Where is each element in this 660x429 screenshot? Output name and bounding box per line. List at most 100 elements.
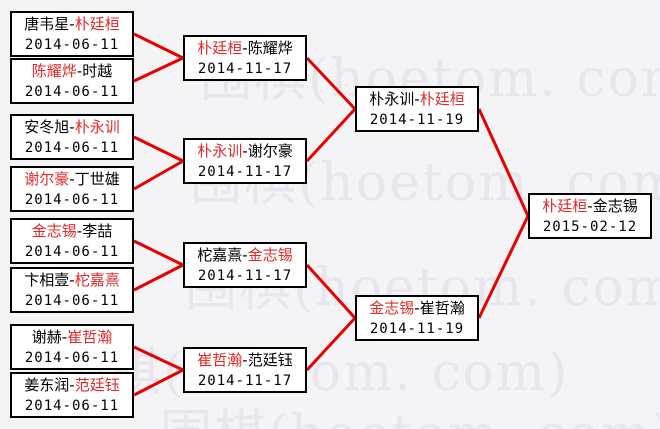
match-box-quarterfinals-1: 朴廷桓-陈耀烨 2014-11-17 [183, 35, 307, 81]
player-separator: - [242, 246, 248, 264]
match-date: 2014-06-11 [24, 350, 120, 366]
player-name: 柁嘉熹 [74, 271, 120, 289]
player-name: 崔哲瀚 [419, 299, 465, 317]
player-separator: - [414, 90, 420, 108]
match-players: 唐韦星-朴廷桓 [12, 14, 132, 35]
player-separator: - [242, 39, 248, 57]
connector-line [133, 135, 184, 163]
match-date: 2014-11-19 [369, 112, 465, 128]
player-name: 丁世雄 [74, 170, 120, 188]
match-players: 朴永训-谢尔豪 [185, 141, 305, 162]
player-name: 金志锡 [247, 246, 293, 264]
player-separator: - [69, 118, 75, 136]
connector-line [305, 263, 357, 320]
player-separator: - [69, 376, 75, 394]
player-name: 崔哲瀚 [67, 328, 113, 346]
match-players: 谢尔豪-丁世雄 [12, 169, 132, 190]
player-separator: - [76, 222, 83, 240]
player-name: 唐韦星 [24, 15, 70, 33]
player-name: 卞相壹 [24, 271, 70, 289]
match-date: 2014-06-11 [24, 398, 120, 414]
match-players: 朴廷桓-陈耀烨 [185, 38, 305, 59]
player-separator: - [76, 62, 83, 80]
player-name: 朴廷桓 [419, 90, 465, 108]
player-name: 朴永训 [74, 118, 120, 136]
match-box-round-of-16-4: 谢尔豪-丁世雄 2014-06-11 [10, 166, 134, 212]
match-date: 2014-11-17 [197, 164, 293, 180]
match-box-round-of-16-1: 唐韦星-朴廷桓 2014-06-11 [10, 11, 134, 57]
match-date: 2014-06-11 [24, 37, 120, 53]
match-players: 柁嘉熹-金志锡 [185, 245, 305, 266]
match-date: 2014-06-11 [24, 293, 120, 309]
match-box-round-of-16-8: 姜东润-范廷钰 2014-06-11 [10, 372, 134, 418]
connector-line [133, 263, 184, 292]
match-date: 2014-06-11 [24, 192, 120, 208]
connector-line [477, 215, 530, 319]
match-box-quarterfinals-3: 柁嘉熹-金志锡 2014-11-17 [183, 242, 307, 288]
player-name: 陈耀烨 [31, 62, 77, 80]
player-separator: - [242, 142, 248, 160]
connector-line [305, 316, 357, 372]
match-players: 安冬旭-朴永训 [12, 117, 132, 138]
player-name: 范廷钰 [74, 376, 120, 394]
player-name: 金志锡 [31, 222, 77, 240]
match-players: 朴永训-朴廷桓 [357, 89, 477, 110]
connector-line [305, 56, 357, 111]
connector-line [133, 368, 184, 397]
player-name: 陈耀烨 [247, 39, 293, 57]
player-name: 崔哲瀚 [197, 351, 243, 369]
player-name: 李喆 [82, 222, 113, 240]
match-box-round-of-16-2: 陈耀烨-时越 2014-06-11 [10, 58, 134, 104]
player-separator: - [587, 197, 593, 215]
player-separator: - [61, 328, 68, 346]
match-players: 朴廷桓-金志锡 [530, 196, 650, 217]
player-name: 安冬旭 [24, 118, 70, 136]
player-separator: - [69, 271, 75, 289]
match-date: 2014-06-11 [24, 140, 120, 156]
match-players: 姜东润-范廷钰 [12, 375, 132, 396]
match-box-semifinals-2: 金志锡-崔哲瀚 2014-11-19 [355, 295, 479, 341]
player-separator: - [414, 299, 420, 317]
match-box-round-of-16-6: 卞相壹-柁嘉熹 2014-06-11 [10, 267, 134, 313]
player-name: 金志锡 [369, 299, 415, 317]
connector-line [133, 239, 184, 267]
match-box-quarterfinals-4: 崔哲瀚-范廷钰 2014-11-17 [183, 347, 307, 393]
match-box-semifinals-1: 朴永训-朴廷桓 2014-11-19 [355, 86, 479, 132]
player-name: 范廷钰 [247, 351, 293, 369]
match-box-round-of-16-5: 金志锡-李喆 2014-06-11 [10, 218, 134, 264]
connector-line [133, 56, 184, 83]
player-name: 朴廷桓 [542, 197, 588, 215]
match-date: 2014-06-11 [24, 244, 120, 260]
match-date: 2015-02-12 [542, 219, 638, 235]
connector-line [133, 345, 184, 372]
player-separator: - [69, 15, 75, 33]
match-date: 2014-11-17 [197, 61, 293, 77]
player-name: 朴永训 [369, 90, 415, 108]
match-players: 谢赫-崔哲瀚 [12, 327, 132, 348]
match-players: 金志锡-崔哲瀚 [357, 298, 477, 319]
player-name: 谢赫 [31, 328, 62, 346]
player-name: 谢尔豪 [247, 142, 293, 160]
match-date: 2014-11-17 [197, 268, 293, 284]
player-name: 金志锡 [592, 197, 638, 215]
match-players: 金志锡-李喆 [12, 221, 132, 242]
match-box-round-of-16-3: 安冬旭-朴永训 2014-06-11 [10, 114, 134, 160]
match-box-final-1: 朴廷桓-金志锡 2015-02-12 [528, 193, 652, 239]
match-box-quarterfinals-2: 朴永训-谢尔豪 2014-11-17 [183, 138, 307, 184]
player-name: 姜东润 [24, 376, 70, 394]
player-name: 朴廷桓 [74, 15, 120, 33]
match-players: 卞相壹-柁嘉熹 [12, 270, 132, 291]
connector-line [477, 108, 530, 217]
player-name: 谢尔豪 [24, 170, 70, 188]
connector-line [133, 159, 184, 191]
player-name: 朴永训 [197, 142, 243, 160]
match-box-round-of-16-7: 谢赫-崔哲瀚 2014-06-11 [10, 324, 134, 370]
player-separator: - [242, 351, 248, 369]
player-separator: - [69, 170, 75, 188]
match-date: 2014-11-17 [197, 373, 293, 389]
match-players: 陈耀烨-时越 [12, 61, 132, 82]
match-date: 2014-06-11 [24, 84, 120, 100]
match-date: 2014-11-19 [369, 321, 465, 337]
